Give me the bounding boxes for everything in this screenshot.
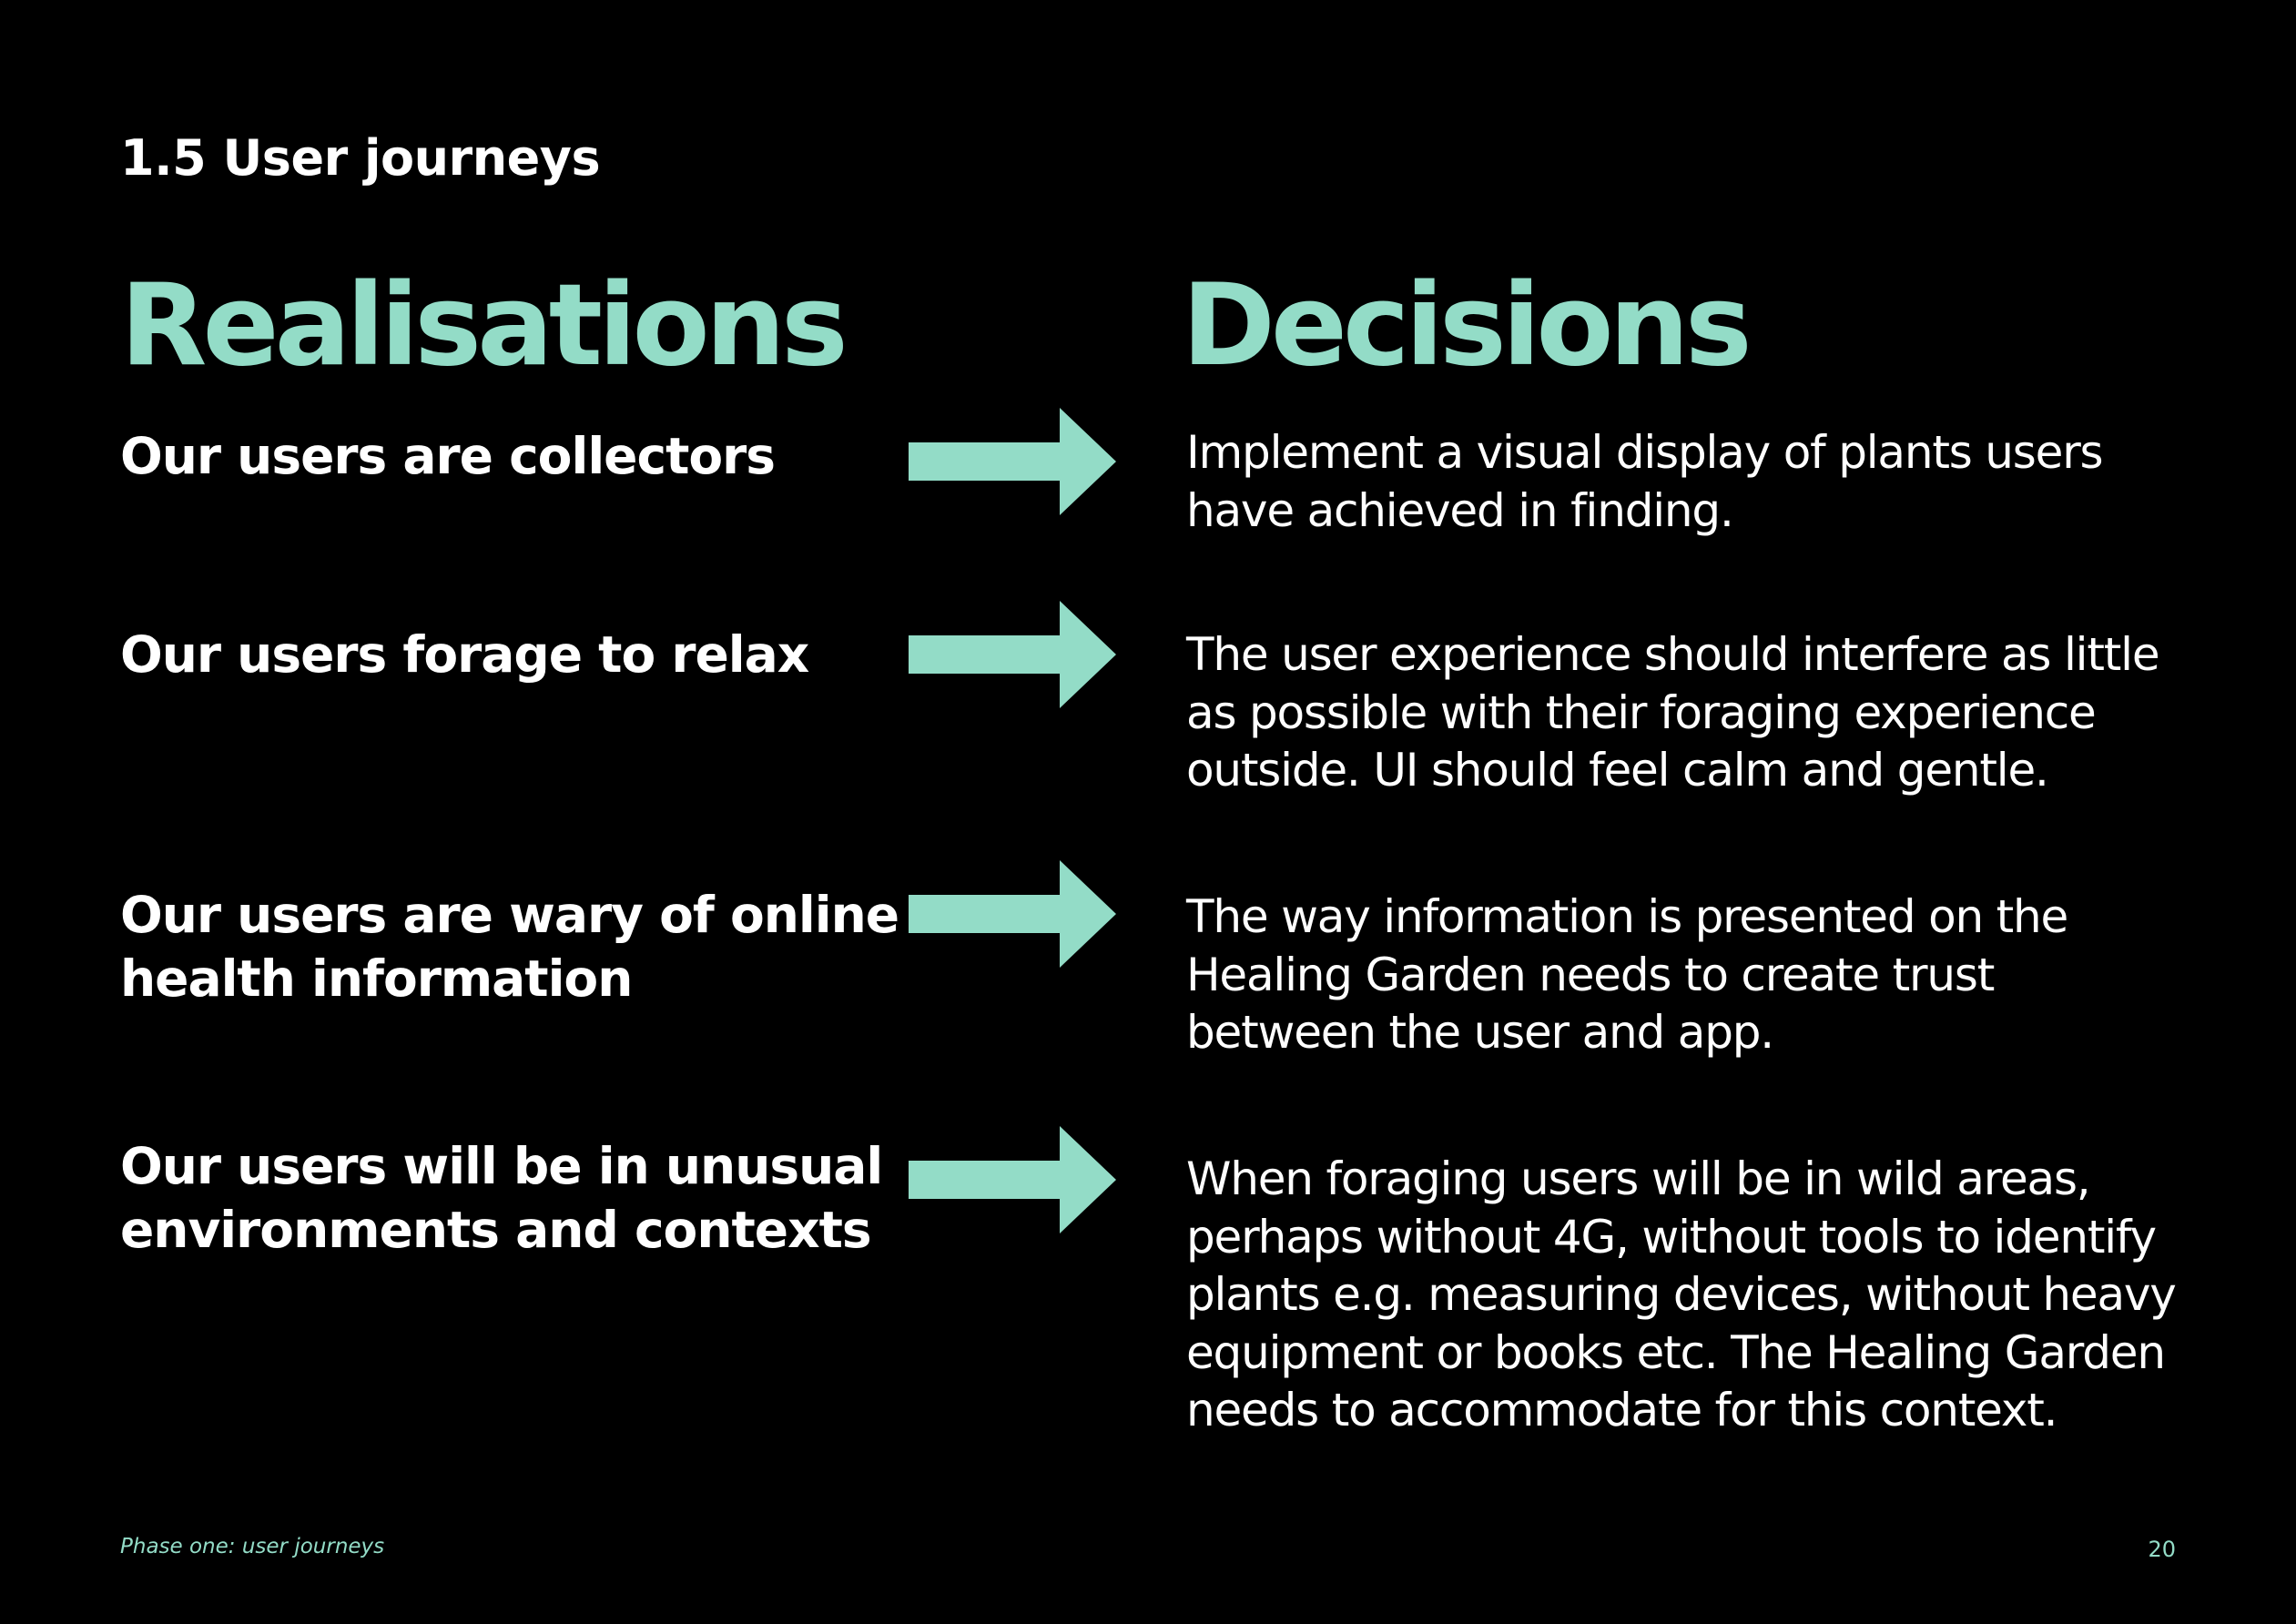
page-number: 20 [2148,1537,2176,1562]
decision-4: When foraging users will be in wild area… [1186,1152,2177,1436]
realisation-1: Our users are collectors [120,427,776,485]
arrow-right-icon [909,1126,1116,1233]
realisations-heading: Realisations [120,260,848,391]
decision-2: The user experience should interfere as … [1186,628,2160,797]
decision-1: Implement a visual display of plants use… [1186,426,2104,537]
realisation-4: Our users will be in unusual environment… [120,1137,883,1259]
arrow-right-icon [909,601,1116,708]
footer-section-title: Phase one: user journeys [120,1535,385,1558]
section-label: 1.5 User journeys [120,129,601,187]
decisions-heading: Decisions [1182,260,1752,391]
arrow-right-icon [909,408,1116,515]
decision-3: The way information is presented on the … [1186,890,2068,1059]
arrow-right-icon [909,860,1116,968]
realisation-3: Our users are wary of online health info… [120,886,899,1008]
realisation-2: Our users forage to relax [120,625,809,684]
